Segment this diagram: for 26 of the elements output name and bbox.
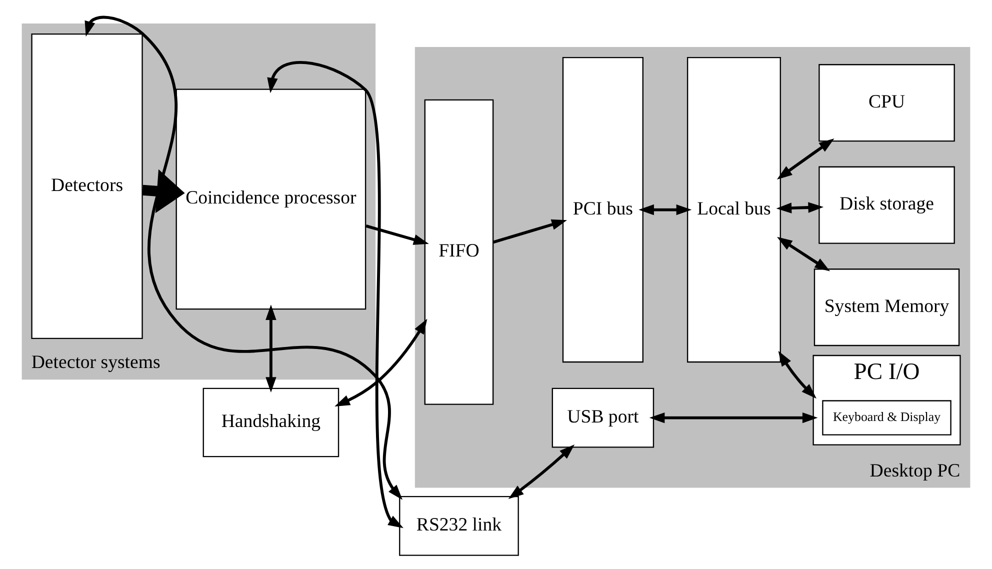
node-box: Disk storage [818, 166, 955, 244]
node-box: FIFO [424, 98, 494, 404]
node-box: Keyboard & Display [822, 400, 952, 435]
node-box: Detectors [31, 33, 143, 339]
arrow [334, 318, 428, 406]
arrow [366, 224, 429, 244]
arrow [84, 15, 403, 500]
node-box: CPU [818, 64, 955, 142]
arrow [492, 218, 568, 244]
arrow [776, 236, 830, 271]
arrow [142, 168, 185, 213]
node-box: RS232 link [399, 495, 519, 556]
arrow [778, 350, 816, 398]
arrow [776, 138, 834, 179]
node-box: Local bus [686, 56, 781, 362]
node-box: USB port [552, 387, 654, 448]
arrow [267, 60, 404, 528]
arrow [508, 444, 575, 498]
node-box: Handshaking [202, 387, 340, 457]
arrow [638, 204, 692, 215]
node-box: System Memory [814, 268, 960, 346]
node-box: PCI bus [562, 56, 644, 362]
arrow [649, 412, 818, 423]
arrow [266, 304, 276, 392]
node-box: Coincidence processor [176, 88, 366, 310]
arrow [776, 202, 824, 213]
